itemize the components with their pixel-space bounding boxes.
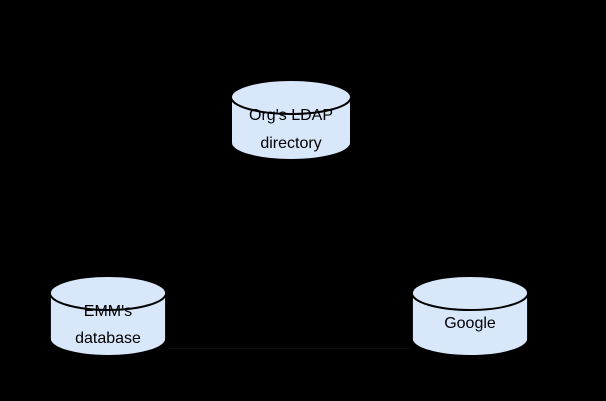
db-label-emm-line2: database <box>75 330 141 347</box>
connector-line-emm-to-google <box>168 348 410 349</box>
db-label-ldap-line1: Org's LDAP <box>249 107 333 124</box>
database-cylinder-icon <box>48 275 168 357</box>
database-cylinder-icon <box>230 79 352 161</box>
db-label-emm-line1: EMM's <box>83 303 133 320</box>
database-cylinder-icon <box>410 275 530 357</box>
db-label-ldap-line2: directory <box>260 135 322 152</box>
db-label-google: Google <box>410 310 530 338</box>
db-cylinder-google: Google <box>410 273 530 359</box>
db-cylinder-emm-database: EMM's database <box>48 273 168 359</box>
db-label-ldap: Org's LDAP directory <box>229 102 353 158</box>
db-label-google-line1: Google <box>444 315 496 332</box>
db-label-emm: EMM's database <box>48 298 168 352</box>
db-cylinder-ldap-directory: Org's LDAP directory <box>229 77 353 163</box>
